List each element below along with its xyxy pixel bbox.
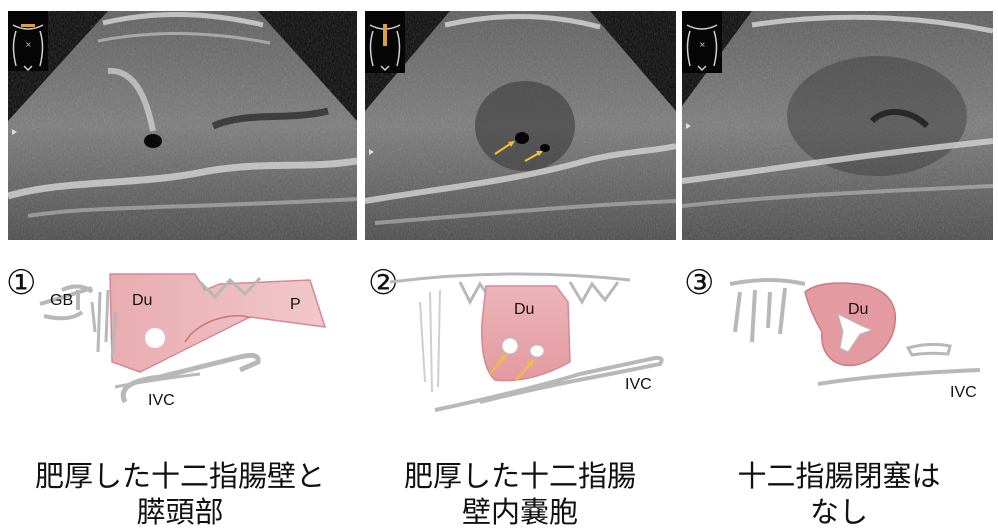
schematic-1: GB Du P IVC [0,262,350,422]
caption-line: 肥厚した十二指腸壁と [0,458,360,494]
caption-line: なし [680,494,998,530]
label-du: Du [848,301,868,318]
ultrasound-image-2 [365,11,676,240]
caption-3: 十二指腸閉塞は なし [680,458,998,530]
label-ivc: IVC [950,384,977,401]
caption-line: 十二指腸閉塞は [680,458,998,494]
caption-line: 膵頭部 [0,494,360,530]
ultrasound-image-1: × [8,11,357,240]
caption-1: 肥厚した十二指腸壁と 膵頭部 [0,458,360,530]
svg-text:×: × [25,40,32,49]
label-du: Du [132,292,152,309]
label-ivc: IVC [625,376,652,393]
label-gb: GB [50,292,73,309]
label-ivc: IVC [148,392,175,409]
caption-line: 壁内嚢胞 [360,494,680,530]
label-p: P [290,296,301,313]
caption-2: 肥厚した十二指腸 壁内嚢胞 [360,458,680,530]
label-du: Du [514,301,534,318]
ultrasound-image-3: × [682,11,993,240]
schematic-3: Du IVC [680,262,998,422]
schematic-2: Du IVC [360,262,680,422]
caption-line: 肥厚した十二指腸 [360,458,680,494]
svg-text:×: × [699,40,706,49]
